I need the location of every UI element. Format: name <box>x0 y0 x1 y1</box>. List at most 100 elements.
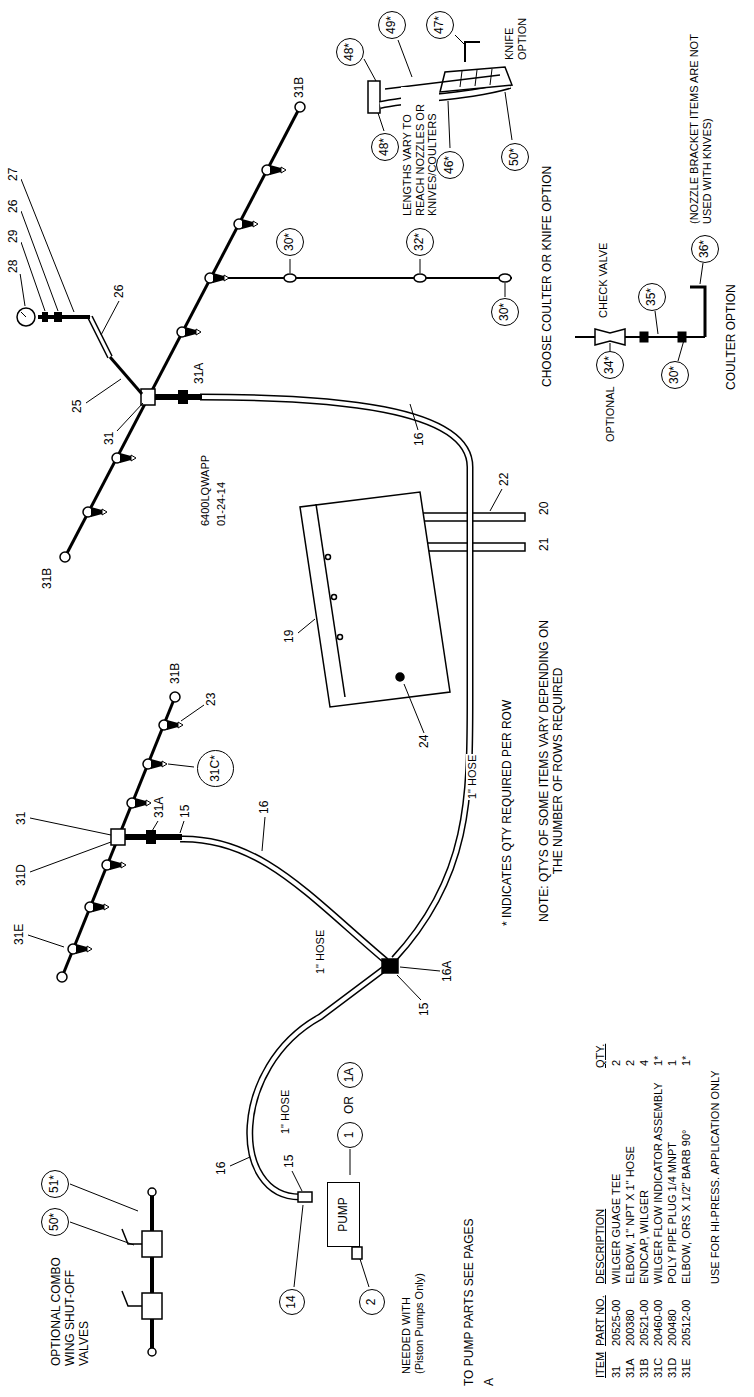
callout-number: 30* <box>498 303 511 321</box>
callout-circle: 49* <box>378 11 406 39</box>
note-text: CHECK VALVE <box>597 242 610 319</box>
callout-number: 15 <box>179 804 193 819</box>
table-cell: 1* <box>652 1055 665 1067</box>
callout-number: 15 <box>418 1002 432 1017</box>
callout-number: 31B <box>41 567 55 590</box>
callout-circle: 50* <box>41 1208 69 1236</box>
table-cell: 20460-00 <box>652 1299 665 1348</box>
callout-number: 31D <box>15 863 29 887</box>
callout-number: 2 <box>365 1299 378 1306</box>
table-header: DESCRIPTION <box>594 1208 607 1285</box>
callout-circle: 30* <box>276 228 304 256</box>
callout-number: 26 <box>113 284 127 299</box>
note-text: NEEDED WITH (Piston Pumps Only) <box>400 1261 425 1375</box>
table-cell: 20525-00 <box>610 1299 623 1348</box>
callout-number: 20 <box>538 501 552 516</box>
hose-label: 1" HOSE <box>466 754 479 800</box>
note-text: COULTER OPTION <box>725 283 739 391</box>
callout-number: 19 <box>283 629 297 644</box>
callout-number: 32* <box>413 233 426 251</box>
pump-label: PUMP <box>337 1197 350 1232</box>
callout-number: 16 <box>413 432 427 447</box>
callout-circle: 14 <box>279 1289 305 1315</box>
callout-circle: 46* <box>436 151 464 179</box>
callout-number: 25 <box>71 399 85 414</box>
drawing-id: 6400LQWAPP <box>199 454 212 527</box>
callout-number: 51* <box>48 1175 61 1193</box>
table-cell: 200380 <box>624 1308 637 1347</box>
note-text: CHOOSE COULTER OR KNIFE OPTION <box>541 165 555 388</box>
callout-circle: 30* <box>491 298 519 326</box>
mount-bracket <box>300 492 450 707</box>
hoses <box>90 317 470 1197</box>
table-cell: 31D <box>666 1357 679 1379</box>
left-boom <box>57 692 183 982</box>
callout-circle: 50* <box>501 143 529 171</box>
callout-number: 31 <box>103 431 117 446</box>
table-cell: ELBOW, ORS X 1/2" BARB 90° <box>680 1129 693 1285</box>
table-cell: POLY PIPE PLUG 1/4 MNPT <box>666 1141 679 1285</box>
note-text: OPTIONAL COMBO WING SHUT-OFF VALVES <box>50 1247 91 1367</box>
callout-circle: 51* <box>41 1170 69 1198</box>
table-cell: WILGER FLOW INDICATOR ASSEMBLY <box>652 1081 665 1285</box>
callout-number: 48* <box>378 138 391 156</box>
note-text: LENGTHS VARY TO REACH NOZZLES OR KNIVES/… <box>401 87 439 217</box>
leader-lines <box>20 35 703 1287</box>
table-cell: WILGER GUAGE TEE <box>610 1173 623 1285</box>
callout-number: 23 <box>205 692 219 707</box>
table-cell: 2 <box>624 1059 637 1067</box>
table-cell: 31A <box>624 1357 637 1379</box>
drawing-date: 01-24-14 <box>215 481 228 527</box>
note-text: TO PUMP PARTS SEE PAGES <box>463 1217 477 1387</box>
table-cell: 31E <box>680 1357 693 1379</box>
callout-circle: 47* <box>426 11 454 39</box>
callout-circle: 1A <box>337 1062 363 1088</box>
table-cell: 20512-00 <box>680 1299 693 1348</box>
callout-number: 36* <box>698 240 711 258</box>
callout-circle: 34* <box>596 351 624 379</box>
note-text: KNIFE OPTION <box>503 7 528 61</box>
callout-number: 35* <box>645 288 658 306</box>
callout-number: 47* <box>433 16 446 34</box>
callout-circle: 1 <box>337 1122 363 1148</box>
knife-assembly <box>368 42 512 113</box>
callout-number: 21 <box>538 537 552 552</box>
table-cell: 31B <box>638 1357 651 1379</box>
note-text: OPTIONAL <box>604 385 617 443</box>
callout-number: 48* <box>343 43 356 61</box>
callout-number: 1A <box>343 1068 356 1083</box>
shutoff-valves <box>122 1188 162 1356</box>
callout-number: 50* <box>508 148 521 166</box>
callout-circle: 30* <box>661 361 689 389</box>
table-cell: ELBOW, 1" NPT X 1" HOSE <box>624 1145 637 1285</box>
callout-number: 31E <box>13 923 27 946</box>
callout-number: 16 <box>215 1161 229 1176</box>
callout-number: 31A <box>153 796 167 819</box>
callout-number: 50* <box>48 1213 61 1231</box>
note-text: A <box>483 1377 497 1387</box>
callout-circle: 48* <box>371 133 399 161</box>
table-cell: 200480 <box>666 1308 679 1347</box>
note-text: (NOZZLE BRACKET ITEMS ARE NOT USED WITH … <box>688 23 713 225</box>
drop-tube <box>228 274 512 282</box>
callout-number: 15 <box>283 1154 297 1169</box>
callout-circle: 36* <box>691 235 719 263</box>
table-cell: 1 <box>666 1059 679 1067</box>
note-text: OR <box>343 1095 357 1115</box>
note-text: NOTE: QTYS OF SOME ITEMS VARY DEPENDING … <box>538 615 566 927</box>
table-cell: ENDCAP, WILGER <box>638 1189 651 1285</box>
callout-number: 28 <box>7 259 21 274</box>
callout-number: 29 <box>7 229 21 244</box>
callout-number: 30* <box>283 233 296 251</box>
callout-number: 49* <box>385 16 398 34</box>
callout-number: 31A <box>193 362 207 385</box>
pump-box: PUMP <box>327 1182 360 1247</box>
callout-number: 16 <box>258 800 272 815</box>
fittings <box>298 959 398 1259</box>
callout-circle: 31C* <box>197 750 234 787</box>
callout-number: 14 <box>285 1295 298 1308</box>
table-header: ITEM <box>594 1351 607 1379</box>
callout-number: 22 <box>498 472 512 487</box>
table-cell: 1* <box>680 1055 693 1067</box>
